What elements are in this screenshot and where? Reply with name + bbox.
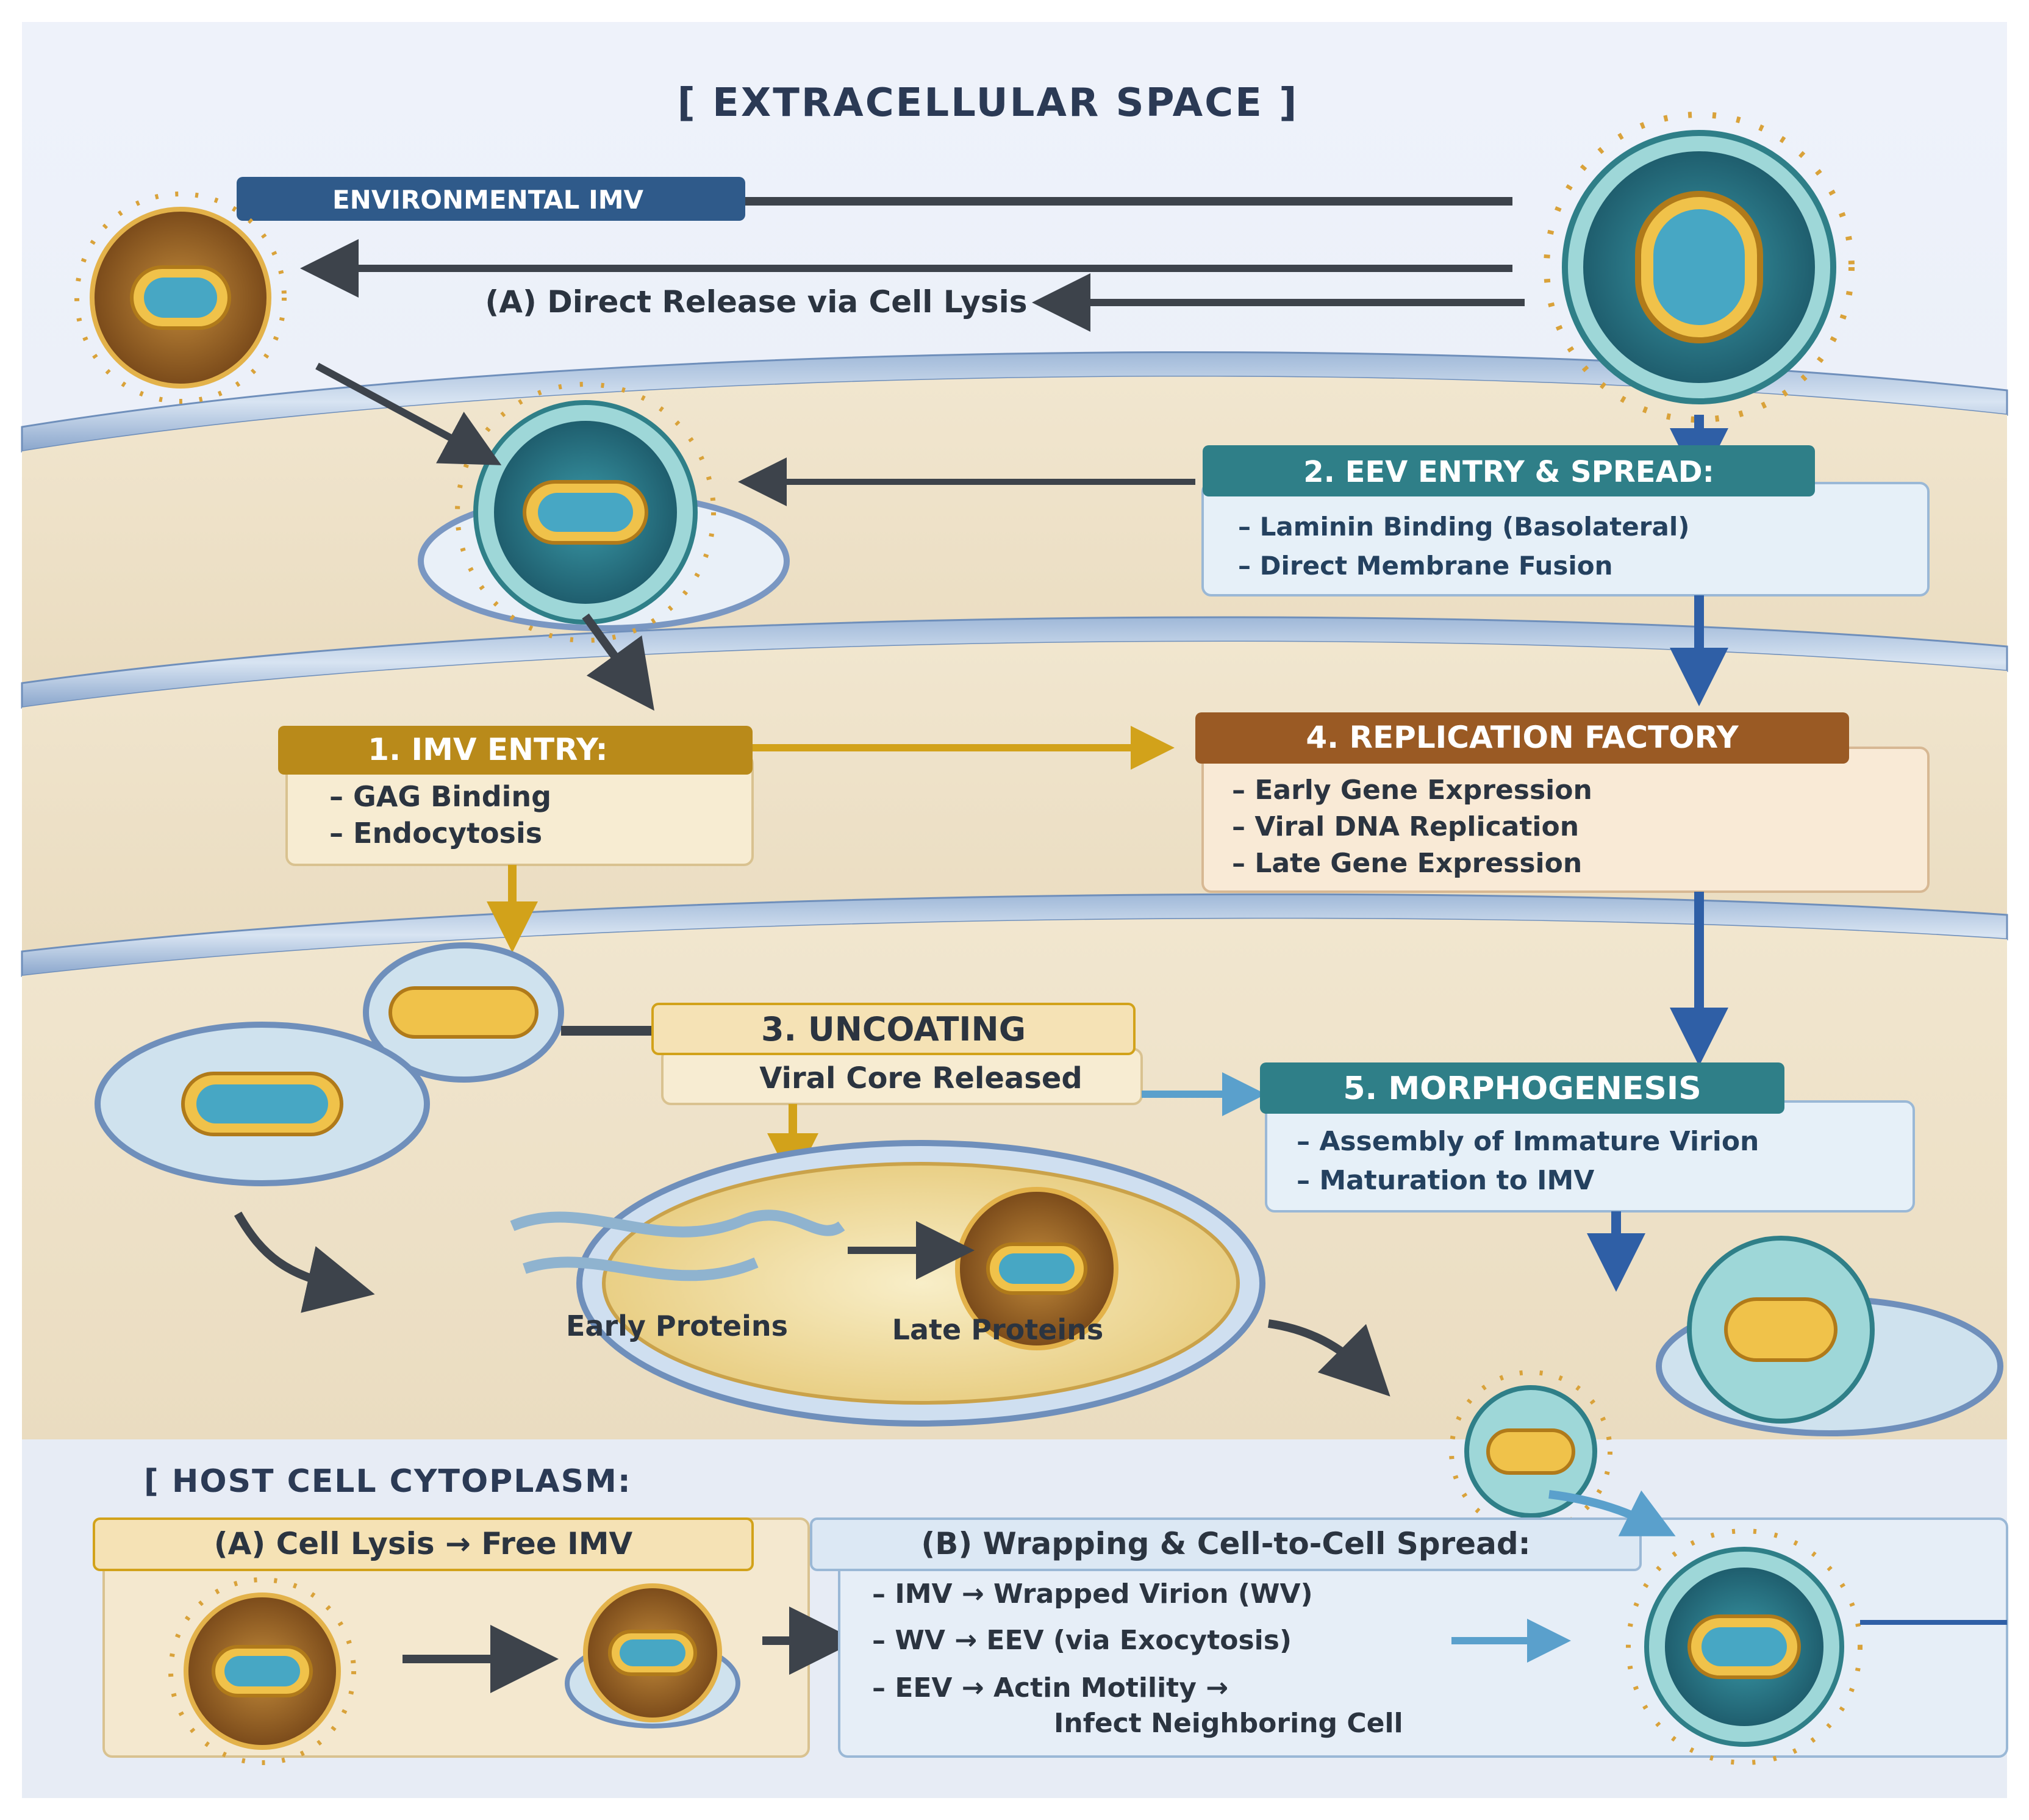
eev-item-0: – Laminin Binding (Basolateral) — [1238, 512, 1689, 542]
nucleus — [510, 1140, 1265, 1427]
eev-item-1: – Direct Membrane Fusion — [1238, 551, 1613, 581]
morpho-item-0: – Assembly of Immature Virion — [1297, 1126, 1759, 1157]
entering-virion — [418, 382, 790, 643]
release-label: (A) Direct Release via Cell Lysis — [485, 284, 1027, 320]
endosome-virions — [95, 942, 564, 1186]
eev-title: 2. EEV ENTRY & SPREAD: — [1303, 455, 1714, 489]
eev-header — [1203, 445, 1815, 496]
arrow-imv-to-cell — [315, 362, 502, 465]
extracellular-title: [ EXTRACELLULAR SPACE ] — [678, 81, 1299, 126]
imv-entry-item-0: – GAG Binding — [329, 780, 551, 813]
arrow-entry-to-imv-box — [582, 613, 654, 711]
eev-virion-top-right — [1544, 112, 1855, 423]
lysis-header — [93, 1517, 754, 1571]
uncoating-subtitle: Viral Core Released — [759, 1061, 1082, 1095]
imv-entry-item-1: – Endocytosis — [329, 817, 542, 850]
early-proteins-label: Early Proteins — [566, 1309, 788, 1342]
morpho-item-1: – Maturation to IMV — [1297, 1165, 1594, 1196]
imv-virion-top-left — [74, 192, 287, 404]
factory-item-2: – Late Gene Expression — [1232, 848, 1582, 879]
eev-virion-bottom-right — [1626, 1528, 1863, 1765]
morpho-title: 5. MORPHOGENESIS — [1343, 1070, 1701, 1107]
wrapping-item-1: – WV → EEV (via Exocytosis) — [872, 1625, 1292, 1656]
lysis-title: (A) Cell Lysis → Free IMV — [214, 1526, 633, 1561]
wrapping-item-0: – IMV → Wrapped Virion (WV) — [872, 1578, 1313, 1610]
arrow-wrap-curve — [1548, 1490, 1676, 1536]
uncoating-header — [651, 1003, 1136, 1055]
arrow-nucleus-to-wrap — [1268, 1319, 1390, 1397]
wrapping-title: (B) Wrapping & Cell-to-Cell Spread: — [921, 1526, 1530, 1561]
factory-title: 4. REPLICATION FACTORY — [1306, 720, 1739, 755]
imv-entry-header — [278, 726, 753, 775]
wrapping-header — [810, 1517, 1642, 1571]
env-imv-header — [237, 177, 745, 221]
arrow-endosome-to-nucleus — [234, 1211, 375, 1313]
env-imv-label: ENVIRONMENTAL IMV — [332, 185, 644, 215]
late-proteins-label: Late Proteins — [892, 1313, 1104, 1346]
wrapping-virions — [1449, 1236, 2003, 1533]
factory-item-0: – Early Gene Expression — [1232, 775, 1592, 806]
factory-header — [1195, 712, 1849, 764]
wrapping-item-3: Infect Neighboring Cell — [1054, 1708, 1403, 1739]
factory-item-1: – Viral DNA Replication — [1232, 811, 1579, 842]
imv-entry-title: 1. IMV ENTRY: — [368, 732, 607, 767]
lysis-virions — [168, 1577, 740, 1765]
cytoplasm-title: [ HOST CELL CYTOPLASM: — [144, 1463, 632, 1500]
wrapping-item-2: – EEV → Actin Motility → — [872, 1672, 1228, 1704]
morpho-header — [1260, 1062, 1784, 1114]
uncoating-title: 3. UNCOATING — [761, 1010, 1026, 1048]
